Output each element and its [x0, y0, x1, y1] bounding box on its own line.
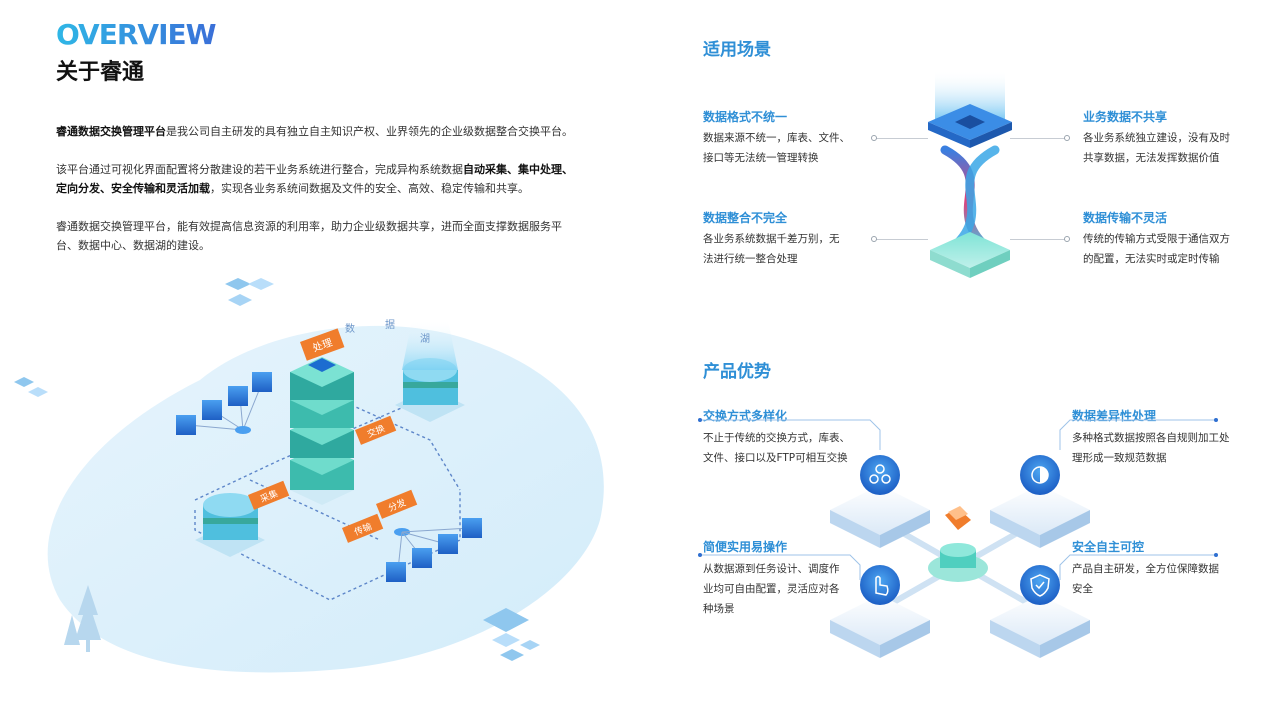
intro-paragraph-3: 睿通数据交换管理平台，能有效提高信息资源的利用率，助力企业级数据共享，进而全面支…: [56, 220, 562, 252]
advantage-1-desc-line-1: 不止于传统的交换方式，库表、: [703, 432, 850, 444]
scenarios-title: 适用场景: [703, 40, 771, 60]
source-cylinder-icon: [195, 493, 265, 557]
scenario-3-desc: 各业务系统数据千差万别，无 法进行统一整合处理: [703, 229, 840, 269]
connector-line: [1010, 239, 1068, 240]
collect-tag: 采集: [248, 480, 290, 510]
exchange-tag: 交换: [355, 415, 397, 445]
intro-paragraph-2: 该平台通过可视化界面配置将分散建设的若干业务系统进行整合，完成异构系统数据自动采…: [56, 160, 576, 198]
intro-p1-text: 是我公司自主研发的具有独立自主知识产权、业界领先的企业级数据整合交换平台。: [166, 125, 573, 138]
advantages-title: 产品优势: [703, 362, 771, 382]
advantage-2-desc: 多种格式数据按照各自规则加工处 理形成一致规范数据: [1072, 428, 1230, 468]
cube-cluster-left-icon: [176, 372, 272, 435]
advantage-3-desc-line-2: 业均可自由配置，灵活应对各: [703, 583, 840, 595]
scenario-2-desc-line-1: 各业务系统独立建设，没有及时: [1083, 132, 1230, 144]
advantage-4-desc-line-2: 安全: [1072, 583, 1093, 595]
intro-bold-product: 睿通数据交换管理平台: [56, 125, 166, 138]
connector-line: [876, 239, 928, 240]
advantages-illustration: [698, 418, 1218, 658]
scenario-3-desc-line-1: 各业务系统数据千差万别，无: [703, 233, 840, 245]
scenario-4-desc: 传统的传输方式受限于通信双方 的配置，无法实时或定时传输: [1083, 229, 1230, 269]
intro-text: 睿通数据交换管理平台是我公司自主研发的具有独立自主知识产权、业界领先的企业级数据…: [56, 122, 576, 274]
intro-p2-text-b: ，实现各业务系统间数据及文件的安全、高效、稳定传输和共享。: [210, 182, 529, 195]
lake-label-1: 数: [345, 322, 355, 335]
scenario-1-title: 数据格式不统一: [703, 110, 788, 124]
lake-label-3: 湖: [420, 333, 430, 345]
cube-cluster-bottom-icon: [386, 518, 482, 582]
connector-dot: [871, 236, 877, 242]
advantage-4-desc-line-1: 产品自主研发，全方位保障数据: [1072, 563, 1219, 575]
pad-top-left: [830, 455, 930, 548]
advantage-4-title: 安全自主可控: [1072, 540, 1145, 554]
advantage-4-desc: 产品自主研发，全方位保障数据 安全: [1072, 559, 1219, 599]
process-tag: 处理: [300, 328, 345, 361]
connector-line: [1010, 138, 1068, 139]
advantage-3-desc: 从数据源到任务设计、调度作 业均可自由配置，灵活应对各 种场景: [703, 559, 840, 619]
advantage-3-desc-line-3: 种场景: [703, 603, 735, 615]
pad-bottom-left: [830, 565, 930, 658]
lake-label-2: 据: [385, 318, 395, 331]
data-exchange-illustration: 处理 交换 采集 分发 传输 数 据 湖: [14, 278, 604, 673]
scenario-1-desc: 数据来源不统一，库表、文件、 接口等无法统一管理转换: [703, 128, 850, 168]
distribute-tag: 分发: [376, 489, 418, 519]
connector-line: [876, 138, 928, 139]
transfer-tag: 传输: [342, 513, 384, 543]
overview-heading: OVERVIEW: [56, 18, 217, 51]
scenario-2-desc: 各业务系统独立建设，没有及时 共享数据，无法发挥数据价值: [1083, 128, 1230, 168]
pad-top-right: [990, 455, 1090, 548]
scenario-4-desc-line-1: 传统的传输方式受限于通信双方: [1083, 233, 1230, 245]
scenario-4-title: 数据传输不灵活: [1083, 211, 1168, 225]
scenario-3-title: 数据整合不完全: [703, 211, 788, 225]
scenario-3-desc-line-2: 法进行统一整合处理: [703, 253, 798, 265]
intro-paragraph-1: 睿通数据交换管理平台是我公司自主研发的具有独立自主知识产权、业界领先的企业级数据…: [56, 122, 576, 141]
tree-icon: [64, 585, 101, 652]
page-title: 关于睿通: [56, 60, 145, 85]
server-stack-icon: [290, 357, 354, 505]
data-lake-cylinder-icon: [395, 320, 465, 422]
central-hub-icon: [928, 506, 988, 582]
scenario-illustration: [928, 70, 1012, 278]
connector-dot: [1064, 135, 1070, 141]
advantage-3-desc-line-1: 从数据源到任务设计、调度作: [703, 563, 840, 575]
advantage-2-desc-line-1: 多种格式数据按照各自规则加工处: [1072, 432, 1230, 444]
advantage-2-desc-line-2: 理形成一致规范数据: [1072, 452, 1167, 464]
pad-bottom-right: [990, 565, 1090, 658]
scenario-2-desc-line-2: 共享数据，无法发挥数据价值: [1083, 152, 1220, 164]
advantage-3-title: 简便实用易操作: [703, 540, 788, 554]
scenario-1-desc-line-2: 接口等无法统一管理转换: [703, 152, 819, 164]
advantage-1-desc: 不止于传统的交换方式，库表、 文件、接口以及FTP可相互交换: [703, 428, 850, 468]
connector-dot: [871, 135, 877, 141]
intro-p2-text-a: 该平台通过可视化界面配置将分散建设的若干业务系统进行整合，完成异构系统数据: [56, 163, 463, 176]
scenario-1-desc-line-1: 数据来源不统一，库表、文件、: [703, 132, 850, 144]
intro-p2-bold: 自动采集、集中处理、定向分发、安全传输和灵活加载: [56, 163, 573, 195]
advantage-1-desc-line-2: 文件、接口以及FTP可相互交换: [703, 452, 848, 464]
scenario-4-desc-line-2: 的配置，无法实时或定时传输: [1083, 253, 1220, 265]
scenario-2-title: 业务数据不共享: [1083, 110, 1168, 124]
connector-dot: [1064, 236, 1070, 242]
